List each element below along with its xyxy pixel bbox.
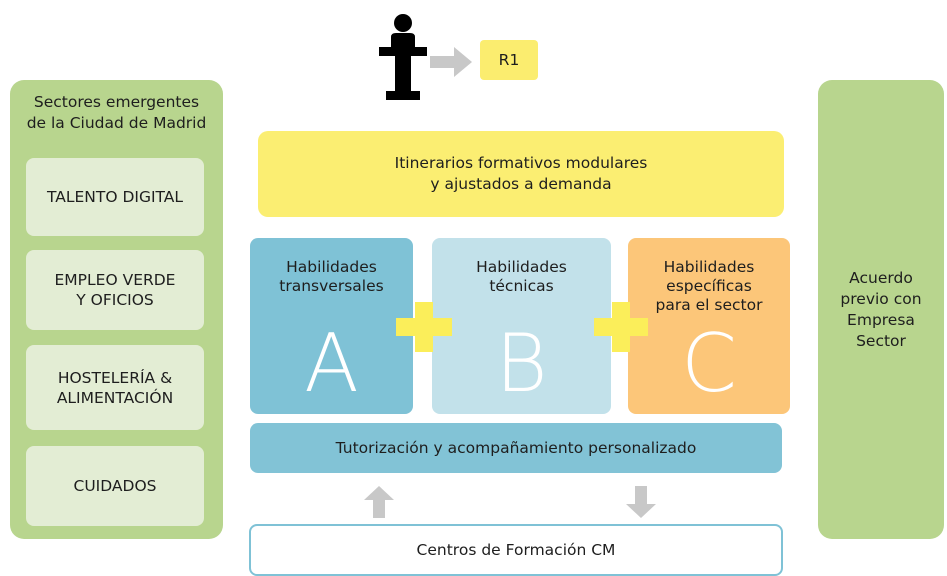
arrow-up-icon xyxy=(364,486,394,518)
skill-label: Habilidades transversales xyxy=(279,258,384,295)
sector-card-label: EMPLEO VERDE Y OFICIOS xyxy=(54,271,176,309)
skill-label: Habilidades específicas para el sector xyxy=(655,258,763,314)
right-panel xyxy=(818,80,944,539)
itinerarios-banner: Itinerarios formativos modulares y ajust… xyxy=(258,131,784,217)
right-panel-label: Acuerdo previo con Empresa Sector xyxy=(818,80,944,539)
acuerdo-label: Acuerdo previo con Empresa Sector xyxy=(840,268,922,350)
itinerarios-text: Itinerarios formativos modulares y ajust… xyxy=(394,154,648,193)
skill-letter: C xyxy=(681,317,737,410)
centros-text: Centros de Formación CM xyxy=(416,541,616,559)
sector-card-empleo-verde: EMPLEO VERDE Y OFICIOS xyxy=(26,250,204,330)
tutorizacion-bar: Tutorización y acompañamiento personaliz… xyxy=(250,423,782,473)
speaker-podium-icon xyxy=(379,14,427,100)
plus-icon xyxy=(594,302,648,352)
sector-card-label: TALENTO DIGITAL xyxy=(46,188,184,206)
plus-icon xyxy=(396,302,452,352)
skill-letter: B xyxy=(495,317,548,410)
arrow-down-icon xyxy=(626,486,656,518)
skill-block-b: Habilidades técnicas B xyxy=(432,238,611,414)
skill-letter: A xyxy=(304,317,359,410)
left-panel-title: Sectores emergentes de la Ciudad de Madr… xyxy=(26,93,207,132)
sector-card-talento-digital: TALENTO DIGITAL xyxy=(26,158,204,236)
r1-label: R1 xyxy=(498,51,520,69)
skill-block-a: Habilidades transversales A xyxy=(250,238,413,414)
r1-badge: R1 xyxy=(480,40,538,80)
skill-block-c: Habilidades específicas para el sector C xyxy=(628,238,790,414)
arrow-right-icon xyxy=(430,47,472,77)
centros-box: Centros de Formación CM xyxy=(249,524,783,576)
sector-card-hosteleria: HOSTELERÍA & ALIMENTACIÓN xyxy=(26,345,204,430)
sector-card-label: CUIDADOS xyxy=(73,477,157,495)
skill-label: Habilidades técnicas xyxy=(476,258,567,295)
tutorizacion-text: Tutorización y acompañamiento personaliz… xyxy=(335,439,697,457)
sector-card-label: HOSTELERÍA & ALIMENTACIÓN xyxy=(56,368,174,407)
sector-card-cuidados: CUIDADOS xyxy=(26,446,204,526)
